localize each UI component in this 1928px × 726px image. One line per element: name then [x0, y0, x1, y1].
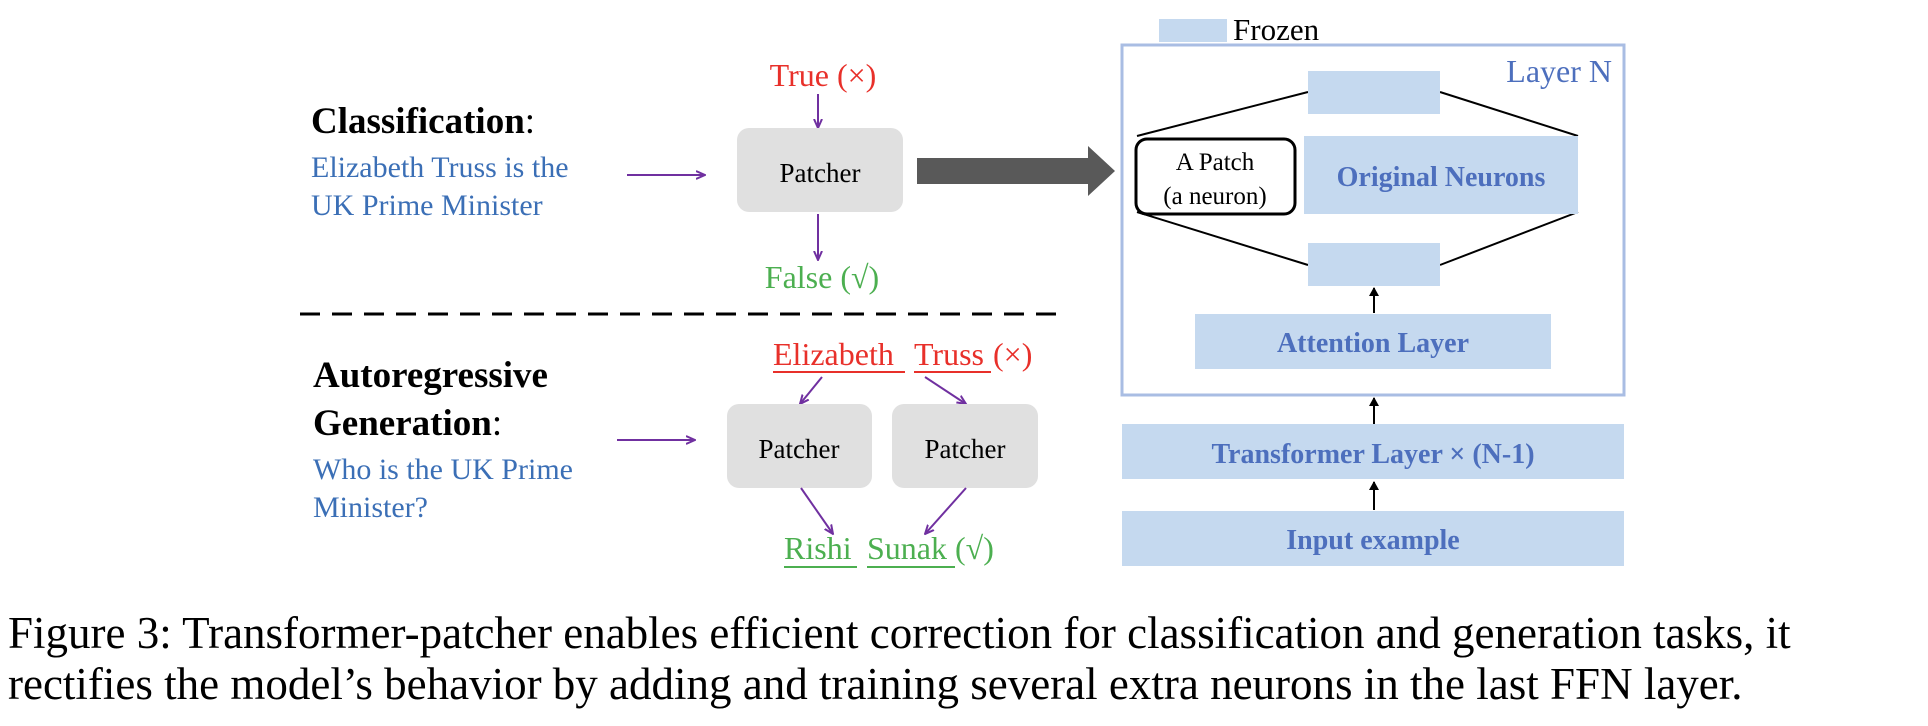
generation-wrong-word-2: Truss: [914, 336, 984, 372]
generation-patcher-right-label: Patcher: [925, 434, 1006, 464]
generation-wrong-arrow-left: [800, 376, 823, 404]
classification-wrong-label: True (×): [770, 57, 877, 93]
ffn-top-projection: [1308, 71, 1440, 114]
legend-frozen-swatch: [1159, 19, 1227, 42]
original-neurons-box: [1304, 136, 1578, 214]
generation-input-line-1: Who is the UK Prime: [313, 453, 573, 486]
generation-wrong-mark: (×): [993, 336, 1032, 372]
transformer-layer-box: [1122, 424, 1624, 479]
generation-patcher-left-box: [727, 404, 872, 488]
classification-patcher-box: [737, 128, 903, 212]
ffn-edge-bottom-right: [1439, 211, 1579, 266]
layer-n-frame: [1120, 43, 1626, 397]
patch-neuron-box: [1134, 137, 1297, 216]
generation-correct-mark: (√): [955, 530, 994, 566]
diagram-canvas: Classification: Elizabeth Truss is the U…: [300, 12, 1626, 568]
attention-layer-label: Attention Layer: [1277, 328, 1469, 359]
input-example-box: [1122, 511, 1624, 566]
patch-neuron-line-2: (a neuron): [1163, 183, 1266, 210]
transformer-layer-label: Transformer Layer × (N-1): [1211, 439, 1534, 470]
generation-input-line-2: Minister?: [313, 491, 428, 524]
generation-correct-word-2: Sunak: [867, 530, 947, 566]
layer-n-label: Layer N: [1506, 53, 1612, 89]
generation-wrong-word-1: Elizabeth: [773, 336, 894, 372]
generation-title-line-2: Generation:: [313, 403, 502, 444]
legend-frozen-label: Frozen: [1233, 12, 1320, 47]
classification-input-line-1: Elizabeth Truss is the: [311, 151, 569, 184]
caption-line-2: rectifies the model’s behavior by adding…: [8, 659, 1743, 709]
patch-neuron-line-1: A Patch: [1176, 149, 1255, 176]
classification-input-line-2: UK Prime Minister: [311, 189, 543, 222]
original-neurons-label: Original Neurons: [1337, 162, 1546, 193]
classification-correct-label: False (√): [765, 259, 879, 295]
figure-caption: Figure 3: Transformer-patcher enables ef…: [8, 608, 1920, 710]
classification-title: Classification:: [311, 101, 535, 142]
classification-patcher-label: Patcher: [780, 158, 861, 188]
ffn-edge-top-left: [1136, 91, 1309, 137]
ffn-edge-bottom-left: [1136, 211, 1309, 266]
ffn-bottom-projection: [1308, 243, 1440, 286]
generation-title-line-1: Autoregressive: [313, 355, 548, 396]
generation-wrong-arrow-right: [924, 376, 966, 404]
generation-correct-arrow-right: [925, 487, 967, 534]
ffn-edge-top-right: [1439, 91, 1579, 137]
generation-patcher-left-label: Patcher: [759, 434, 840, 464]
generation-correct-arrow-left: [800, 487, 833, 534]
attention-layer-box: [1195, 314, 1551, 369]
input-example-label: Input example: [1286, 525, 1459, 556]
generation-correct-word-1: Rishi: [784, 530, 852, 566]
generation-patcher-right-box: [892, 404, 1038, 488]
patch-insert-arrow: [917, 146, 1115, 196]
caption-line-1: Figure 3: Transformer-patcher enables ef…: [8, 608, 1791, 658]
